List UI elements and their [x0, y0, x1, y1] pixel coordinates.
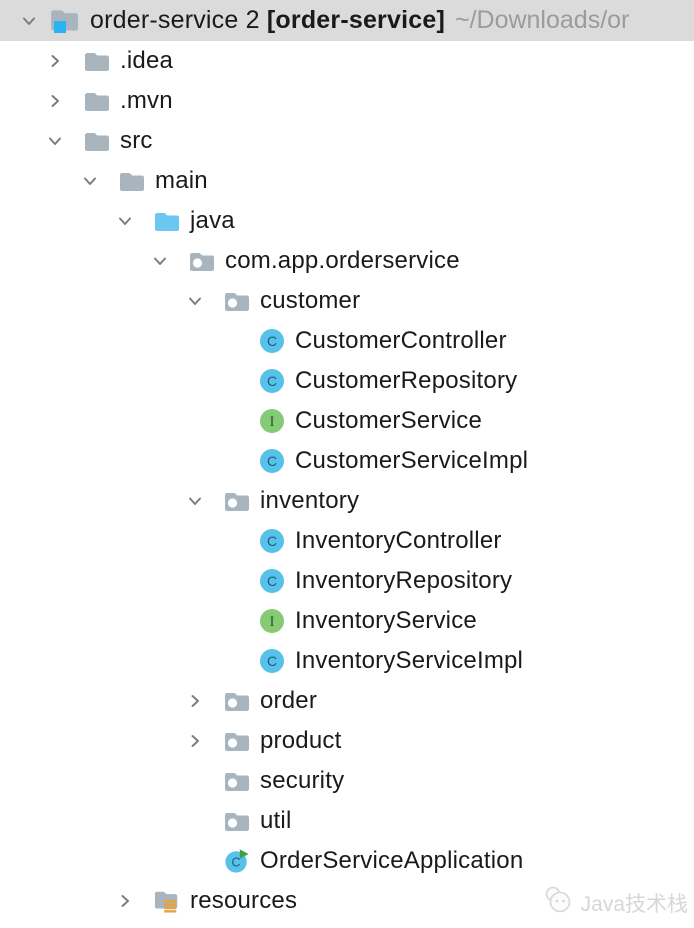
class-icon: C	[259, 448, 285, 474]
interface-icon: I	[259, 408, 285, 434]
class-icon: C	[259, 568, 285, 594]
package-icon	[224, 490, 250, 512]
project-root-row[interactable]: order-service 2 [order-service] ~/Downlo…	[0, 0, 694, 41]
node-label: CustomerRepository	[295, 367, 518, 394]
resources-folder-icon	[154, 888, 180, 915]
folder-icon	[119, 170, 145, 192]
chevron-right-icon[interactable]	[180, 693, 210, 709]
svg-text:C: C	[267, 373, 277, 389]
source-folder-icon	[154, 210, 180, 232]
chevron-down-icon[interactable]	[14, 13, 44, 29]
tree-row-inventoryserviceimpl[interactable]: C InventoryServiceImpl	[0, 641, 694, 681]
node-label: com.app.orderservice	[225, 247, 460, 274]
tree-row-com.app.orderservice[interactable]: com.app.orderservice	[0, 241, 694, 281]
node-label: InventoryController	[295, 527, 502, 554]
node-label: CustomerController	[295, 327, 507, 354]
tree-row-customercontroller[interactable]: C CustomerController	[0, 321, 694, 361]
tree-row-orderserviceapplication[interactable]: C OrderServiceApplication	[0, 841, 694, 881]
package-icon	[224, 690, 250, 712]
node-label: .mvn	[120, 87, 173, 114]
project-folder-icon	[50, 7, 80, 35]
node-label: product	[260, 727, 342, 754]
tree-row-customerserviceimpl[interactable]: C CustomerServiceImpl	[0, 441, 694, 481]
chevron-down-icon[interactable]	[180, 293, 210, 309]
chevron-right-icon[interactable]	[180, 733, 210, 749]
node-label: java	[190, 207, 235, 234]
chevron-right-icon[interactable]	[40, 93, 70, 109]
class-icon: C	[259, 528, 285, 554]
chevron-right-icon[interactable]	[40, 53, 70, 69]
node-label: InventoryService	[295, 607, 477, 634]
svg-text:C: C	[267, 533, 277, 549]
tree-row-customer[interactable]: customer	[0, 281, 694, 321]
tree-row-customerrepository[interactable]: C CustomerRepository	[0, 361, 694, 401]
folder-icon	[84, 50, 110, 72]
node-label: util	[260, 807, 292, 834]
node-label: main	[155, 167, 208, 194]
tree-row-util[interactable]: util	[0, 801, 694, 841]
interface-icon: I	[259, 608, 285, 634]
tree-row-java[interactable]: java	[0, 201, 694, 241]
chevron-down-icon[interactable]	[110, 213, 140, 229]
svg-text:I: I	[270, 414, 275, 430]
package-icon	[224, 770, 250, 792]
node-label: CustomerService	[295, 407, 483, 434]
project-title: order-service 2 [order-service]	[90, 6, 445, 35]
project-alias: [order-service]	[266, 6, 445, 34]
chevron-down-icon[interactable]	[75, 173, 105, 189]
node-label: src	[120, 127, 153, 154]
runnable-class-icon: C	[224, 848, 250, 874]
svg-text:C: C	[232, 856, 241, 870]
package-icon	[224, 730, 250, 752]
node-label: .idea	[120, 47, 174, 74]
chevron-down-icon[interactable]	[145, 253, 175, 269]
tree-row-security[interactable]: security	[0, 761, 694, 801]
tree-row-main[interactable]: main	[0, 161, 694, 201]
svg-text:C: C	[267, 333, 277, 349]
class-icon: C	[259, 648, 285, 674]
node-label: inventory	[260, 487, 360, 514]
tree-row-resources[interactable]: resources	[0, 881, 694, 921]
chevron-down-icon[interactable]	[40, 133, 70, 149]
tree-row-src[interactable]: src	[0, 121, 694, 161]
project-tree: .idea .mvn src main java com.app.orderse…	[0, 41, 694, 921]
class-icon: C	[259, 368, 285, 394]
project-name: order-service 2	[90, 6, 260, 34]
tree-row-.mvn[interactable]: .mvn	[0, 81, 694, 121]
project-path: ~/Downloads/or	[454, 6, 630, 34]
node-label: InventoryServiceImpl	[295, 647, 524, 674]
tree-row-inventorycontroller[interactable]: C InventoryController	[0, 521, 694, 561]
chevron-right-icon[interactable]	[110, 893, 140, 909]
svg-text:C: C	[267, 653, 277, 669]
node-label: order	[260, 687, 318, 714]
tree-row-.idea[interactable]: .idea	[0, 41, 694, 81]
node-label: InventoryRepository	[295, 567, 513, 594]
svg-text:I: I	[270, 614, 275, 630]
tree-row-inventory[interactable]: inventory	[0, 481, 694, 521]
package-icon	[224, 810, 250, 832]
folder-icon	[84, 130, 110, 152]
chevron-down-icon[interactable]	[180, 493, 210, 509]
svg-text:C: C	[267, 453, 277, 469]
tree-row-customerservice[interactable]: I CustomerService	[0, 401, 694, 441]
node-label: CustomerServiceImpl	[295, 447, 529, 474]
tree-row-inventoryrepository[interactable]: C InventoryRepository	[0, 561, 694, 601]
tree-row-order[interactable]: order	[0, 681, 694, 721]
node-label: OrderServiceApplication	[260, 847, 524, 874]
tree-row-product[interactable]: product	[0, 721, 694, 761]
class-icon: C	[259, 328, 285, 354]
tree-row-inventoryservice[interactable]: I InventoryService	[0, 601, 694, 641]
node-label: customer	[260, 287, 361, 314]
node-label: resources	[190, 887, 298, 914]
package-icon	[189, 250, 215, 272]
folder-icon	[84, 90, 110, 112]
node-label: security	[260, 767, 345, 794]
svg-text:C: C	[267, 573, 277, 589]
package-icon	[224, 290, 250, 312]
